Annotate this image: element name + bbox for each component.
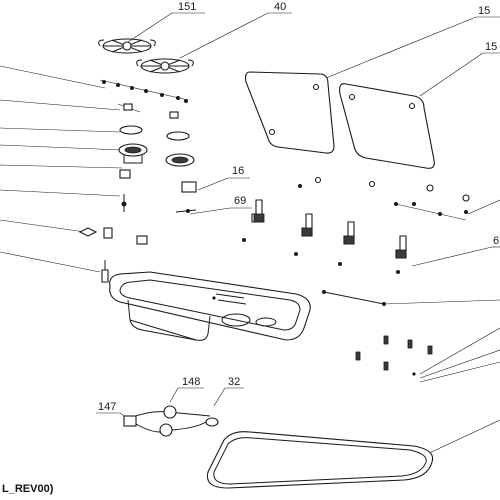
glass-lid-rear bbox=[339, 83, 435, 169]
callout-32: 32 bbox=[213, 376, 244, 407]
callout-6-label: 6 bbox=[493, 235, 499, 247]
callout-16-label: 16 bbox=[232, 165, 244, 177]
left-leader-lines bbox=[0, 65, 123, 273]
right-leader-lines bbox=[383, 199, 500, 456]
ignition-assembly bbox=[123, 405, 219, 437]
glass-lid-front bbox=[244, 71, 335, 154]
callout-148: 148 bbox=[169, 376, 204, 403]
callout-40: 40 bbox=[179, 1, 292, 59]
callout-69-label: 69 bbox=[234, 195, 246, 207]
burner-left bbox=[118, 125, 148, 179]
callout-151: 151 bbox=[127, 1, 205, 43]
screws-right bbox=[322, 290, 433, 376]
callout-151-label: 151 bbox=[178, 1, 196, 13]
callout-147-label: 147 bbox=[98, 401, 116, 413]
callout-6: 6 bbox=[411, 235, 500, 267]
drawing-code: L_REV00) bbox=[2, 483, 54, 495]
callout-148-label: 148 bbox=[182, 376, 200, 388]
callout-16: 16 bbox=[197, 165, 250, 191]
callout-32-label: 32 bbox=[228, 376, 240, 388]
pan-support-left bbox=[98, 38, 156, 54]
pan-support-right bbox=[136, 58, 194, 74]
callout-15-second: 15 bbox=[419, 41, 500, 97]
callout-15-top-label: 15 bbox=[478, 5, 490, 17]
callout-40-label: 40 bbox=[274, 1, 286, 13]
hinge-hardware bbox=[242, 176, 470, 274]
callout-15-top: 15 bbox=[325, 5, 500, 79]
burner-fasteners bbox=[99, 79, 189, 119]
sink-gasket bbox=[206, 431, 434, 489]
sink-hob-tray bbox=[109, 271, 311, 341]
callout-15-second-label: 15 bbox=[485, 41, 497, 53]
burner-right bbox=[165, 131, 197, 193]
small-parts-left bbox=[78, 194, 197, 283]
callout-69: 69 bbox=[189, 195, 252, 215]
